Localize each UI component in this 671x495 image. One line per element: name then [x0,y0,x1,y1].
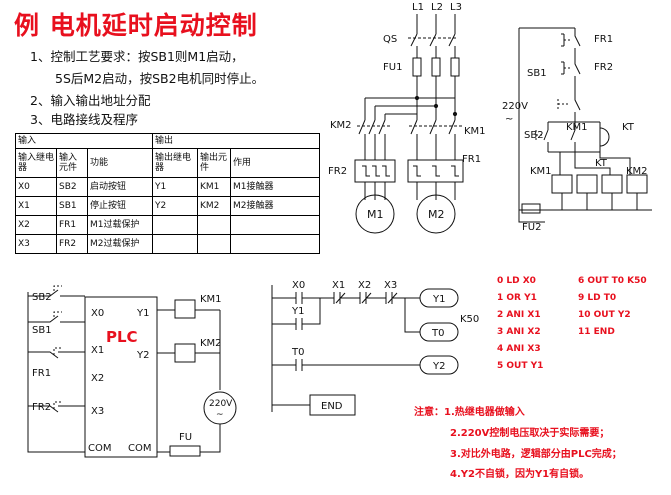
plc-fu-label: FU [179,432,192,443]
header-cell: 输出元件 [197,148,231,178]
page-title: 例 电机延时启动控制 [14,11,258,40]
relay-tilde: ~ [505,114,513,125]
plc-voltage: 220V [209,399,233,409]
table-row: X3 FR2 M2过载保护 [15,234,320,254]
requirement-line-1: 1、控制工艺要求：按SB1则M1启动， [30,49,244,64]
program-line: 5 OUT Y1 [497,361,544,371]
relay-sb2-label: SB2 [524,130,544,141]
plc-km1-label: KM1 [200,294,222,305]
plc-tilde: ~ [216,410,224,420]
plc-wiring-diagram [27,285,237,458]
ladder-contact-x2: X2 [358,280,371,291]
ladder-coil-y1: Y1 [432,294,445,305]
fr2-label: FR2 [328,166,347,177]
header-cell: 功能 [87,148,153,178]
io-allocation-table: 输入 输出 输入继电器 输入元件 功能 输出继电器 输出元件 作用 X0 SB2… [15,133,320,254]
relay-kt-contact-label: KT [622,122,635,133]
program-line: 3 ANI X2 [497,327,541,337]
ladder-contact-t0: T0 [291,347,304,358]
program-line: 2 ANI X1 [497,310,541,320]
table-row: X0 SB2 启动按钮 Y1 KM1 M1接触器 [15,177,320,197]
ladder-contact-y1: Y1 [291,306,304,317]
relay-voltage: 220V [502,101,528,112]
program-line: 1 OR Y1 [497,293,537,303]
km2-label: KM2 [330,120,352,131]
qs-label: QS [383,34,397,45]
plc-com-left: COM [88,443,111,454]
plc-com-right: COM [128,443,151,454]
motor-m1: M1 [367,208,384,221]
table-cell [230,234,320,254]
plc-sb2-label: SB2 [32,292,52,303]
plc-output-y1: Y1 [136,308,149,319]
note-line-2: 2.220V控制电压取决于实际需要； [450,428,610,439]
relay-fr2-label: FR2 [594,62,613,73]
motor-m2: M2 [428,208,445,221]
plc-fr2-label: FR2 [32,402,51,413]
table-cell: X3 [15,234,57,254]
plc-input-x1: X1 [91,345,104,356]
requirement-line-2: 5S后M2启动，按SB2电机同时停止。 [55,71,265,86]
relay-sb1-label: SB1 [527,68,547,79]
ladder-contact-x3: X3 [384,280,397,291]
note-line-1: 注意：1.热继电器做输入 [414,407,525,418]
requirement-line-3: 2、输入输出地址分配 [30,93,151,108]
ladder-end: END [321,401,343,412]
header-cell: 输入继电器 [15,148,57,178]
km1-label: KM1 [464,126,486,137]
ladder-coil-t0: T0 [431,328,444,339]
plc-sb1-label: SB1 [32,325,52,336]
requirement-line-4: 3、电路接线及程序 [30,112,138,127]
relay-km1-contact-label: KM1 [566,122,588,133]
table-header-row: 输入继电器 输入元件 功能 输出继电器 输出元件 作用 [15,148,320,178]
plc-input-x3: X3 [91,406,104,417]
phase-label: L3 [450,2,462,13]
plc-output-y2: Y2 [136,350,149,361]
ladder-contact-x0: X0 [292,280,305,291]
header-cell: 输出继电器 [152,148,198,178]
table-row: X1 SB1 停止按钮 Y2 KM2 M2接触器 [15,196,320,216]
ladder-diagram [271,285,459,416]
relay-km1-coil-label: KM1 [530,166,552,177]
plc-input-x0: X0 [91,308,104,319]
relay-control-circuit [518,27,652,223]
program-line: 6 OUT T0 K50 [578,276,647,286]
ladder-contact-x1: X1 [332,280,345,291]
relay-km2-coil-label: KM2 [626,166,648,177]
plc-km2-label: KM2 [200,338,222,349]
fr1-label: FR1 [462,154,481,165]
ladder-coil-y2: Y2 [432,361,445,372]
phase-label: L2 [431,2,443,13]
program-line: 10 OUT Y2 [578,310,631,320]
header-cell: 作用 [230,148,320,178]
note-line-3: 3.对比外电路，逻辑部分由PLC完成； [450,449,622,460]
phase-label: L1 [412,2,424,13]
program-line: 4 ANI X3 [497,344,541,354]
ladder-k-value: K50 [460,314,479,325]
table-row: X2 FR1 M1过载保护 [15,215,320,235]
relay-kt-coil-label: KT [595,158,608,169]
plc-label: PLC [106,328,138,346]
program-line: 11 END [578,327,615,337]
relay-fr1-label: FR1 [594,34,613,45]
plc-fr1-label: FR1 [32,368,51,379]
program-line: 9 LD T0 [578,293,617,303]
program-line: 0 LD X0 [497,276,536,286]
main-power-circuit [354,14,464,234]
fu1-label: FU1 [383,62,402,73]
note-line-4: 4.Y2不自锁，因为Y1有自锁。 [450,469,590,480]
plc-input-x2: X2 [91,373,104,384]
relay-fu2-label: FU2 [522,222,541,233]
